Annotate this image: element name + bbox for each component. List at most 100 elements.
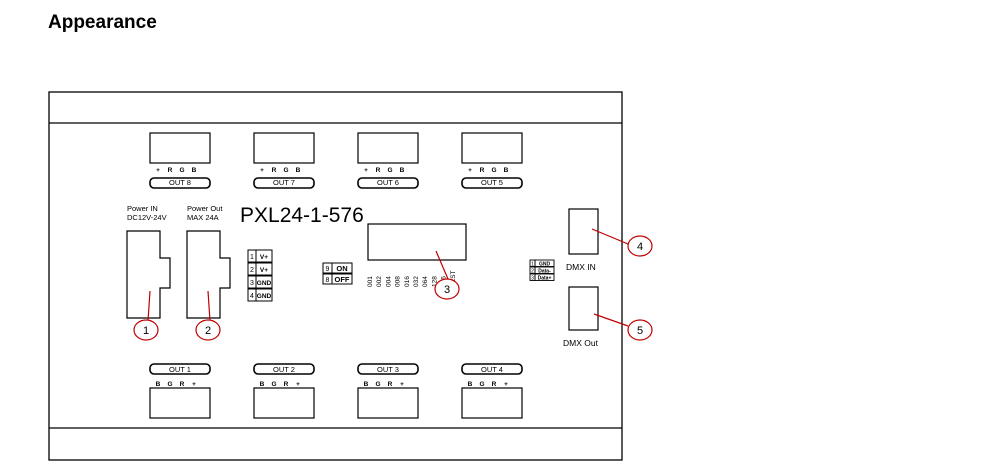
callout-3-number: 3	[444, 284, 450, 296]
output-pin-label: G	[271, 381, 276, 388]
dmx-pin-cell	[534, 259, 555, 267]
dmx-pin-cell	[534, 273, 555, 281]
callout-2-bubble	[195, 319, 221, 341]
callout-2-leader	[207, 290, 211, 322]
output-terminal	[149, 132, 211, 164]
dmx-pin-label: Data+	[538, 276, 552, 282]
switch-legend-label: OFF	[335, 275, 350, 284]
dmx-out-connector	[568, 286, 599, 331]
power-pin-label: GND	[257, 280, 272, 287]
output-pin-label: R	[388, 381, 393, 388]
output-pin-label: R	[284, 381, 289, 388]
output-pin-label: B	[504, 167, 509, 174]
output-pin-label: B	[156, 381, 161, 388]
callout-3-leader	[435, 250, 449, 280]
output-pin-label: R	[480, 167, 485, 174]
enclosure-outline	[48, 91, 623, 461]
callout-bubbles	[133, 235, 653, 341]
output-pin-label: G	[375, 381, 380, 388]
callout-4-leader	[591, 228, 629, 245]
dmx-out-label: DMX Out	[563, 338, 599, 348]
dmx-pin-number: 1	[531, 262, 534, 268]
callout-5-bubble	[627, 319, 653, 341]
switch-legend-label: ON	[336, 264, 347, 273]
model-name: PXL24-1-576	[240, 204, 364, 227]
output-pin-label: B	[296, 167, 301, 174]
dmx-pin-number: 3	[531, 276, 534, 282]
callout-2-number: 2	[205, 325, 211, 337]
output-pin-label: B	[364, 381, 369, 388]
dmx-in-connector	[568, 208, 599, 255]
power-pin-cell	[255, 249, 273, 263]
output-label: OUT 7	[273, 178, 295, 187]
power-out-current: MAX 24A	[187, 213, 219, 222]
output-pin-label: G	[179, 167, 184, 174]
output-pin-label: +	[156, 167, 160, 174]
output-label-box	[461, 363, 523, 375]
dmx-pin-number: 2	[531, 269, 534, 275]
output-pin-label: +	[192, 381, 196, 388]
output-label-box	[149, 363, 211, 375]
power-pin-number: 2	[250, 267, 254, 274]
dip-label: 064	[422, 276, 429, 287]
output-pin-label: B	[192, 167, 197, 174]
switch-legend-row: 8 OFF	[322, 273, 353, 285]
power-in-label: Power IN	[127, 204, 158, 213]
dip-label: 128	[431, 276, 438, 287]
callout-leaders	[147, 228, 629, 327]
output-pin-label: +	[504, 381, 508, 388]
switch-legend-cell	[331, 262, 353, 274]
output-label: OUT 2	[273, 365, 295, 374]
power-pin-number: 1	[250, 254, 254, 261]
output-pin-label: B	[260, 381, 265, 388]
enclosure	[48, 91, 623, 461]
callout-4-number: 4	[637, 241, 643, 253]
dmx-pin: 3 Data+	[529, 273, 555, 282]
power-pin-cell	[255, 288, 273, 302]
output-terminal	[253, 132, 315, 164]
output-label-box	[461, 177, 523, 189]
dmx-pin-label: GND	[539, 262, 551, 268]
dip-label: 032	[413, 276, 420, 287]
output-pin-label: R	[180, 381, 185, 388]
switch-legend-number: 8	[326, 277, 330, 284]
power-pin-number: 3	[250, 280, 254, 287]
output-terminal	[149, 387, 211, 419]
output-label-box	[357, 363, 419, 375]
output-label: OUT 5	[481, 178, 503, 187]
dmx-pin-cell	[534, 266, 555, 274]
output-terminal	[461, 387, 523, 419]
output-terminal	[357, 387, 419, 419]
output-label-box	[357, 177, 419, 189]
callout-numbers: 1 2 3 4 5	[143, 241, 643, 337]
output-pin-label: R	[168, 167, 173, 174]
power-in-voltage: DC12V-24V	[127, 213, 167, 222]
switch-legend-cell	[331, 273, 353, 285]
dip-label: 001	[367, 276, 374, 287]
output-label: OUT 3	[377, 365, 399, 374]
page-heading: Appearance	[48, 12, 157, 33]
output-pin-label: +	[296, 381, 300, 388]
dip-switch	[367, 223, 467, 261]
output-pin-label: +	[400, 381, 404, 388]
callout-1-bubble	[133, 319, 159, 341]
dip-label: 016	[404, 276, 411, 287]
output-pin-label: +	[468, 167, 472, 174]
output-label: OUT 4	[481, 365, 503, 374]
output-pin-label: R	[376, 167, 381, 174]
output-pin-label: +	[364, 167, 368, 174]
callout-3-bubble	[434, 278, 460, 300]
